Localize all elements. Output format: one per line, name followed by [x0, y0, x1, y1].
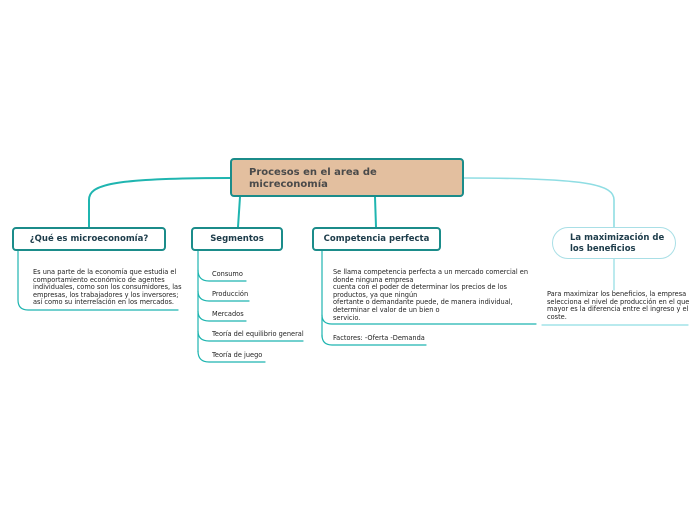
segment-item-equilibrio-general[interactable]: Teoría del equilibrio general	[212, 330, 304, 338]
segment-item-teoria-juego[interactable]: Teoría de juego	[212, 351, 263, 359]
link-root-competencia	[374, 196, 377, 228]
link-root-maximizacion	[463, 177, 615, 228]
link-root-que-es	[88, 177, 231, 228]
segment-item-produccion[interactable]: Producción	[212, 290, 249, 298]
link-root-segmentos	[237, 196, 241, 228]
branch-label: Segmentos	[210, 234, 264, 244]
segment-item-consumo[interactable]: Consumo	[212, 270, 243, 278]
que-es-description: Es una parte de la economía que estudia …	[33, 268, 182, 307]
segment-item-mercados[interactable]: Mercados	[212, 310, 244, 318]
branch-label: La maximización de los beneficios	[570, 233, 665, 254]
maximizacion-description: Para maximizar los beneficios, la empres…	[547, 290, 690, 321]
root-node[interactable]: Procesos en el area de micreconomía	[230, 158, 464, 197]
competencia-factores[interactable]: Factores: -Oferta -Demanda	[333, 334, 425, 342]
link-que-es-text	[17, 250, 179, 311]
branch-competencia-perfecta[interactable]: Competencia perfecta	[312, 227, 441, 251]
competencia-description: Se llama competencia perfecta a un merca…	[333, 268, 529, 322]
branch-que-es-microeconomia[interactable]: ¿Qué es microeconomía?	[12, 227, 166, 251]
branch-segmentos[interactable]: Segmentos	[191, 227, 283, 251]
root-title: Procesos en el area de micreconomía	[249, 167, 377, 190]
branch-label: ¿Qué es microeconomía?	[29, 234, 149, 244]
branch-maximizacion-beneficios[interactable]: La maximización de los beneficios	[552, 227, 676, 259]
branch-label: Competencia perfecta	[323, 234, 430, 244]
